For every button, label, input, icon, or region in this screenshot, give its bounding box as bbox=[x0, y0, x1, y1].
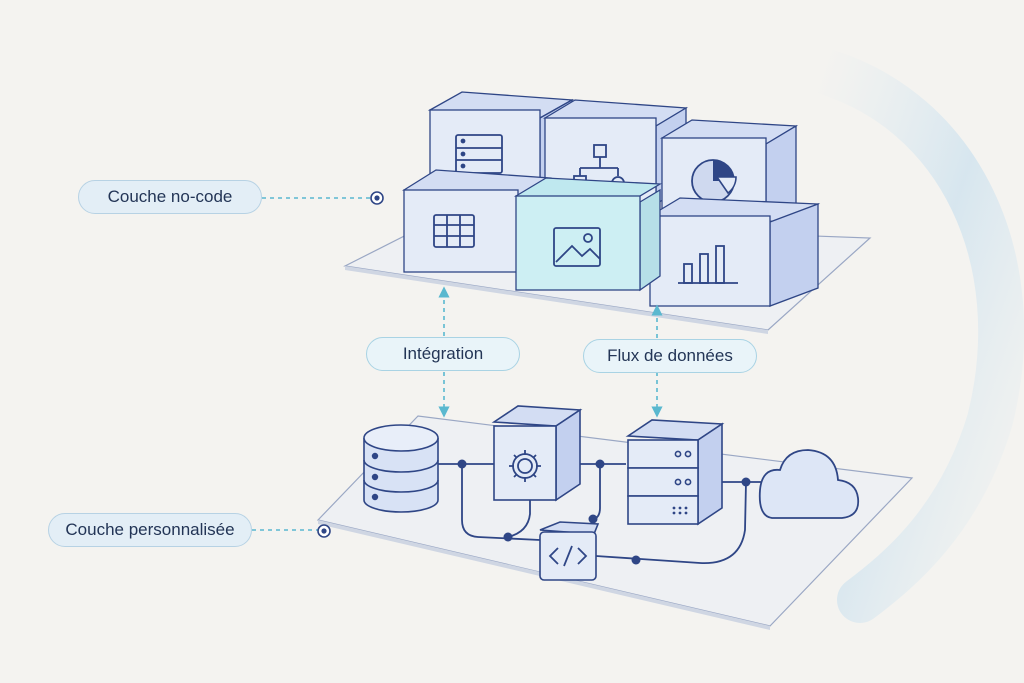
integration-text: Intégration bbox=[402, 344, 484, 363]
integration-label: Intégration bbox=[366, 337, 520, 371]
nocode-block-grid[interactable] bbox=[401, 169, 553, 273]
leader-lines bbox=[252, 197, 370, 531]
nocode-layer-label: Couche no-code bbox=[78, 180, 262, 214]
nocode-block-image-highlighted[interactable] bbox=[513, 177, 663, 292]
database-cylinder-icon[interactable] bbox=[363, 424, 439, 513]
bar-chart-icon bbox=[678, 245, 738, 284]
gear-module[interactable] bbox=[491, 405, 583, 502]
leader-anchors bbox=[317, 191, 384, 538]
code-brackets-icon bbox=[548, 545, 588, 567]
database-table-icon bbox=[455, 134, 503, 174]
data-flow-text: Flux de données bbox=[607, 346, 733, 365]
custom-layer-text: Couche personnalisée bbox=[65, 520, 235, 539]
decorative-swirl bbox=[797, 47, 1024, 623]
cloud-icon[interactable] bbox=[758, 449, 860, 519]
gear-icon bbox=[509, 450, 541, 482]
custom-layer-label: Couche personnalisée bbox=[48, 513, 252, 547]
pie-chart-icon bbox=[691, 159, 737, 203]
data-flow-label: Flux de données bbox=[583, 339, 757, 373]
spreadsheet-grid-icon bbox=[433, 214, 475, 248]
nocode-block-bars[interactable] bbox=[647, 197, 821, 307]
image-icon bbox=[553, 227, 601, 267]
code-module[interactable] bbox=[539, 521, 600, 581]
nocode-layer-text: Couche no-code bbox=[107, 187, 233, 206]
server-rack-icon[interactable] bbox=[625, 419, 725, 526]
